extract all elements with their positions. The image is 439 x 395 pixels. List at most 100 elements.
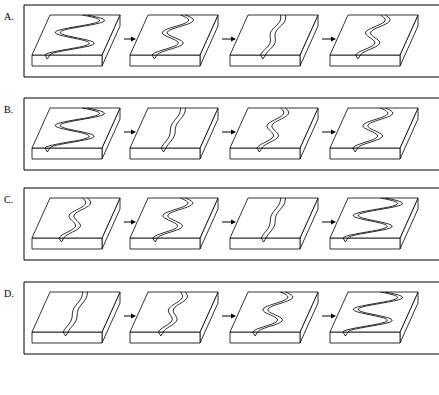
channel-notch (343, 332, 348, 336)
panel-letter-holder: C. (4, 189, 13, 207)
block-top (230, 292, 318, 332)
channel-notch (343, 238, 348, 242)
channel-bank (64, 198, 91, 238)
block-front (32, 55, 102, 66)
sequence-arrow (124, 132, 132, 133)
sequence-arrow (124, 222, 132, 223)
channel-notch (260, 55, 265, 59)
channel-bank (50, 108, 105, 148)
block-front (330, 55, 400, 66)
block-front (230, 148, 300, 159)
block-front (330, 332, 400, 343)
channel-notch (59, 238, 64, 242)
channel-bank (348, 292, 403, 332)
channel-bank (68, 292, 87, 332)
arrow-head (131, 37, 136, 42)
channel-notch (153, 238, 158, 242)
block-front (230, 238, 300, 249)
arrow-head (231, 130, 236, 135)
arrow-head (131, 220, 136, 225)
arrow-head (231, 220, 236, 225)
block-top (32, 108, 120, 148)
channel-bank (348, 198, 403, 238)
arrow-head (331, 130, 336, 135)
channel-notch (253, 332, 258, 336)
arrow-head (331, 314, 336, 319)
block-front (130, 55, 200, 66)
channel-notch (45, 148, 50, 152)
sequence-arrow (124, 39, 132, 40)
channel-notch (353, 148, 358, 152)
sequence-arrow (222, 316, 232, 317)
channel-bank (157, 15, 194, 55)
block-top (230, 15, 318, 55)
channel-notch (63, 332, 68, 336)
block-top (330, 292, 418, 332)
arrow-head (231, 314, 236, 319)
channel-bank (265, 15, 285, 55)
channel-bank (262, 108, 289, 148)
arrow-head (131, 130, 136, 135)
block-front (230, 332, 300, 343)
block-top (32, 198, 120, 238)
block-top (130, 108, 218, 148)
block-top (330, 198, 418, 238)
block-front (32, 148, 102, 159)
panel-frame (24, 5, 439, 77)
block-front (32, 238, 102, 249)
channel-bank (360, 15, 390, 55)
panel-frame (24, 98, 439, 170)
panel-frame (24, 282, 439, 354)
block-top (130, 292, 218, 332)
sequence-arrow (322, 222, 332, 223)
sequence-arrow (322, 316, 332, 317)
panel-letter: D. (4, 288, 14, 299)
block-front (230, 55, 300, 66)
channel-bank (163, 292, 187, 332)
block-top (32, 292, 120, 332)
block-front (330, 238, 400, 249)
arrow-head (331, 37, 336, 42)
channel-notch (158, 332, 163, 336)
sequence-arrow (322, 132, 332, 133)
block-top (130, 198, 218, 238)
sequence-arrow (124, 316, 132, 317)
block-front (130, 238, 200, 249)
channel-bank (50, 15, 105, 55)
arrow-head (131, 314, 136, 319)
panel-frame (24, 188, 439, 260)
panel-letter-holder: A. (4, 6, 14, 24)
block-top (32, 15, 120, 55)
block-top (130, 15, 218, 55)
channel-bank (266, 198, 285, 238)
channel-notch (257, 148, 262, 152)
sequence-arrow (222, 132, 232, 133)
block-top (230, 108, 318, 148)
channel-notch (45, 55, 50, 59)
channel-bank (258, 292, 293, 332)
channel-bank (261, 198, 281, 238)
panel-letter: B. (4, 104, 13, 115)
arrow-head (231, 37, 236, 42)
channel-bank (358, 108, 393, 148)
block-front (130, 148, 200, 159)
channel-notch (261, 238, 266, 242)
block-front (130, 332, 200, 343)
panel-letter: A. (4, 11, 14, 22)
panel-letter-holder: D. (4, 283, 14, 301)
channel-bank (161, 108, 180, 148)
channel-notch (356, 55, 361, 59)
panel-letter-holder: B. (4, 99, 13, 117)
channel-notch (161, 148, 166, 152)
arrow-head (331, 220, 336, 225)
sequence-arrow (222, 222, 232, 223)
block-front (330, 148, 400, 159)
sequence-arrow (322, 39, 332, 40)
block-front (32, 332, 102, 343)
sequence-arrow (222, 39, 232, 40)
channel-bank (166, 108, 185, 148)
channel-notch (152, 55, 157, 59)
block-top (330, 108, 418, 148)
block-top (330, 15, 418, 55)
